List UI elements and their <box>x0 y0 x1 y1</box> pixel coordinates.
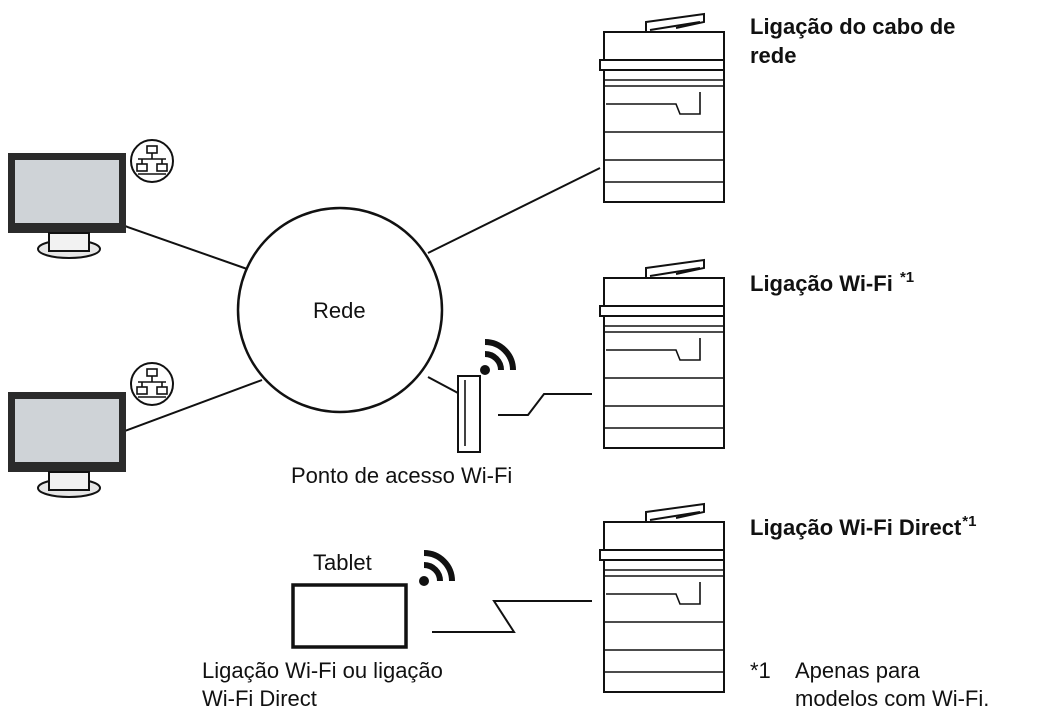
line-network-mfp1 <box>427 167 601 254</box>
lan-icon-2 <box>130 362 174 406</box>
access-point-wifi-icon <box>480 342 513 375</box>
line-network-access-point <box>427 376 459 394</box>
wifi-connection-footnote-ref: *1 <box>899 269 915 286</box>
printer-wifi-icon <box>599 259 725 449</box>
footnote-text-line1: Apenas para <box>795 658 920 683</box>
tablet-label: Tablet <box>313 550 372 575</box>
connection-lines <box>121 167 601 633</box>
wireless-link-ap-mfp2 <box>498 393 592 416</box>
printer-wifi-direct-icon <box>599 503 725 693</box>
footnote-marker: *1 <box>750 658 771 683</box>
tablet-connection-label-line1: Ligação Wi-Fi ou ligação <box>202 658 443 683</box>
network-label: Rede <box>313 298 366 323</box>
printer-cable-icon <box>599 13 725 203</box>
computer-1-icon <box>7 152 127 259</box>
tablet-connection-label-line2: Wi-Fi Direct <box>202 686 317 711</box>
wifi-direct-connection-title: Ligação Wi-Fi Direct*1 <box>750 508 976 541</box>
network-circle <box>236 206 444 414</box>
cable-connection-title-line1: Ligação do cabo de <box>750 14 956 39</box>
wireless-link-tablet-mfp3 <box>432 600 592 633</box>
computer-2-icon <box>7 391 127 498</box>
lan-icon-1 <box>130 139 174 183</box>
tablet-icon <box>291 583 408 649</box>
wifi-connection-title: Ligação Wi-Fi *1 <box>750 264 914 297</box>
footnote-text-line2: modelos com Wi-Fi. <box>795 686 990 711</box>
line-pc2-network <box>121 379 263 433</box>
wifi-direct-footnote-ref: *1 <box>962 513 977 530</box>
tablet-wifi-icon <box>419 553 452 586</box>
access-point-label: Ponto de acesso Wi-Fi <box>291 463 513 488</box>
access-point-icon <box>457 375 481 453</box>
wifi-connection-text: Ligação Wi-Fi <box>750 271 893 296</box>
cable-connection-title-line2: rede <box>750 43 797 68</box>
wifi-direct-connection-text: Ligação Wi-Fi Direct <box>750 515 962 540</box>
line-pc1-network <box>121 224 251 271</box>
